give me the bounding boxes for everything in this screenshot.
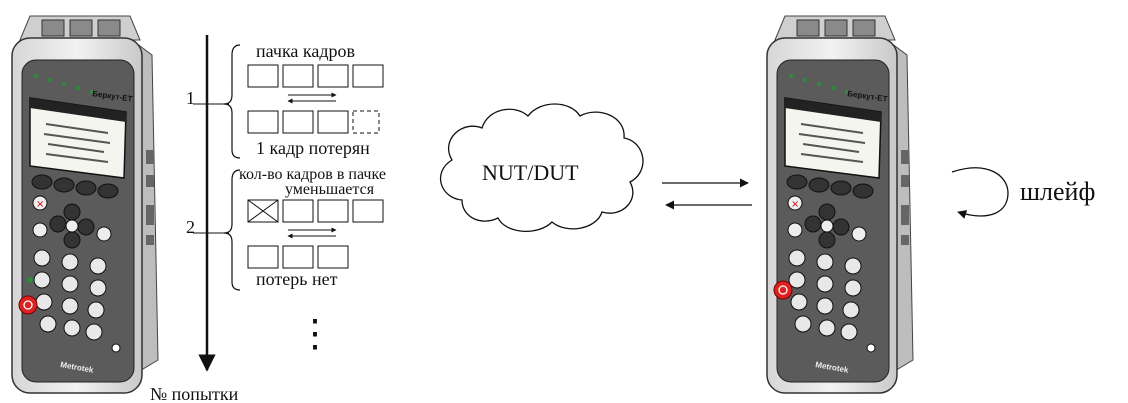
attempt-1-label: 1 bbox=[186, 88, 195, 108]
burst-1-sent-frames bbox=[247, 64, 384, 88]
burst-1-received-frames bbox=[247, 110, 380, 134]
burst-2-received-frames bbox=[247, 245, 349, 269]
burst-1-direction-arrows bbox=[287, 92, 337, 104]
burst-1-caption: 1 кадр потерян bbox=[256, 138, 370, 158]
network-cloud bbox=[440, 103, 644, 233]
link-arrows bbox=[662, 178, 752, 210]
burst-1-title: пачка кадров bbox=[256, 41, 355, 61]
svg-text:×: × bbox=[791, 199, 799, 210]
tester-device-left: × bbox=[11, 15, 159, 394]
attempt-2-label: 2 bbox=[186, 217, 195, 237]
timeline-axis-label: № попытки bbox=[150, 384, 239, 403]
continuation-ellipsis: ⋮ bbox=[296, 311, 334, 355]
loopback-label: шлейф bbox=[1020, 177, 1095, 206]
burst-2-caption: потерь нет bbox=[256, 269, 338, 289]
loopback-arrow bbox=[951, 167, 1009, 219]
burst-2-title-line2: уменьшается bbox=[285, 181, 375, 198]
tester-device-right: × bbox=[766, 15, 914, 394]
svg-text:×: × bbox=[36, 199, 44, 210]
cloud-label: NUT/DUT bbox=[482, 160, 579, 185]
burst-2-title-line1: кол-во кадров в пачке bbox=[239, 166, 386, 183]
burst-2-sent-frames bbox=[247, 199, 384, 223]
attempt-timeline bbox=[193, 35, 241, 372]
lost-frame bbox=[352, 110, 380, 134]
burst-2-direction-arrows bbox=[287, 227, 337, 239]
